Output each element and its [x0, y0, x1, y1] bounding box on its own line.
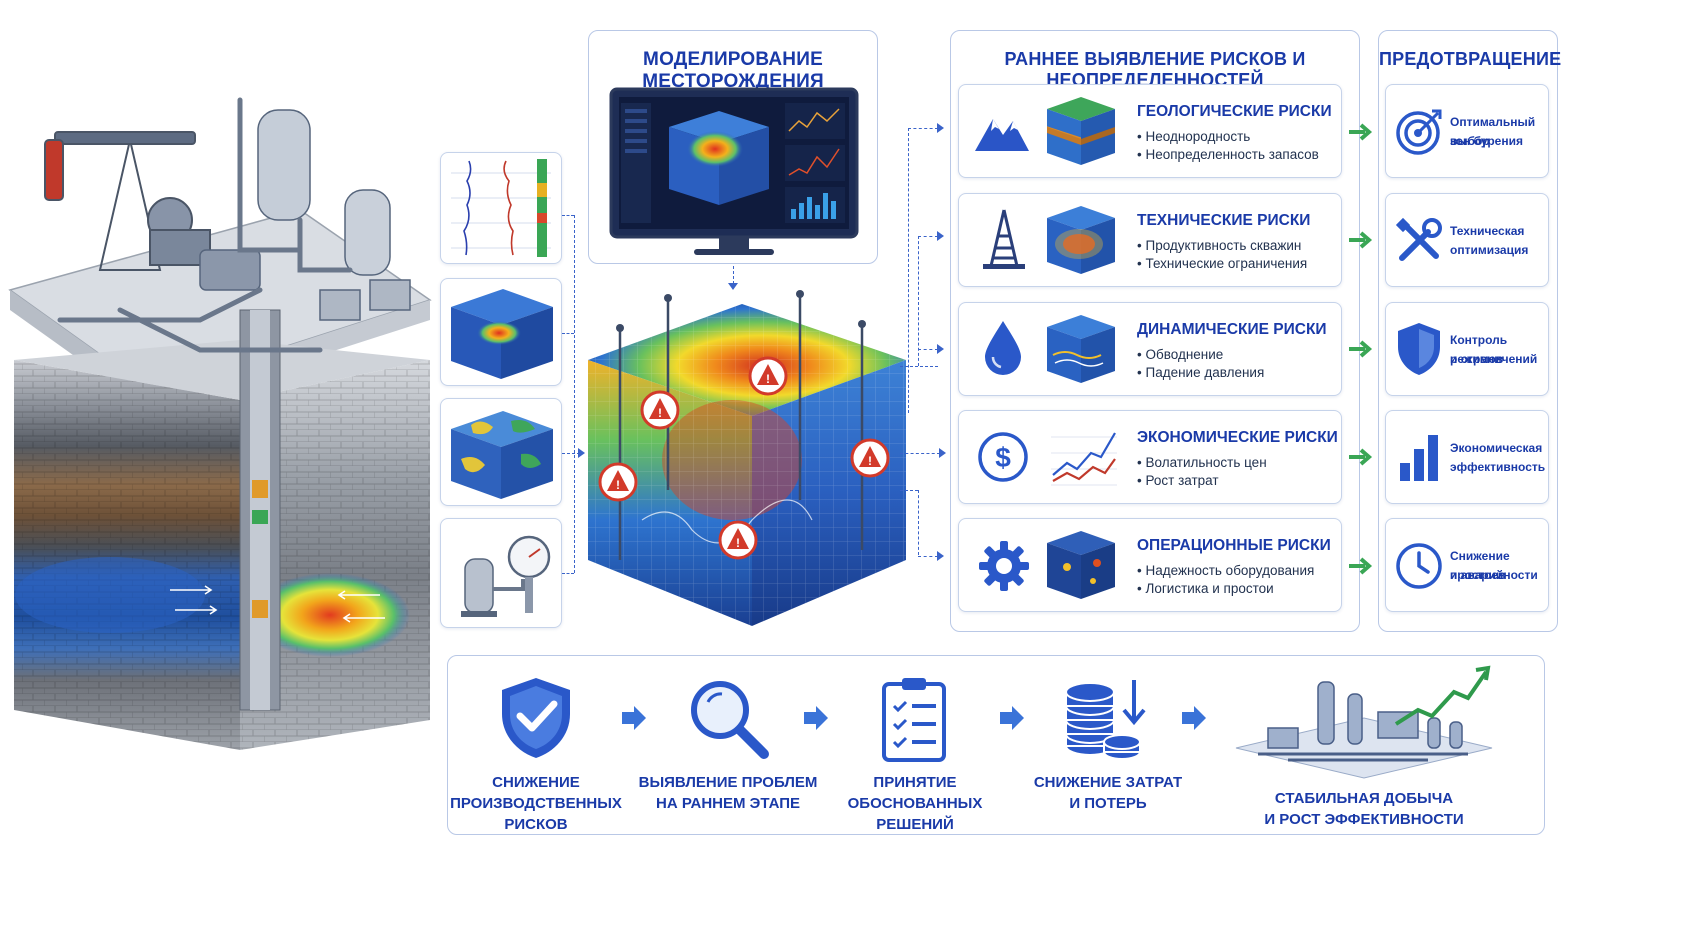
input-card-equipment: [440, 518, 562, 628]
warning-icon: !: [748, 356, 788, 396]
risk-bullet: Продуктивность скважин: [1137, 236, 1301, 255]
green-arrow-icon: [1347, 122, 1375, 147]
prevention-label: Контроль режимов: [1450, 333, 1508, 366]
risk-bullet: Надежность оборудования: [1137, 561, 1314, 580]
prevention-card-downtime-reduction: Снижение простоев и аварийности: [1385, 518, 1549, 612]
prevention-card-economic-efficiency: Экономическая эффективность: [1385, 410, 1549, 504]
line-chart-icon: [1045, 423, 1121, 498]
outcome-label-line: Стабильная добыча: [1274, 790, 1454, 807]
prevention-label: и ограничений: [1450, 352, 1538, 366]
prevention-label: зон бурения: [1450, 134, 1523, 148]
prevention-label: и аварийности: [1450, 568, 1538, 582]
svg-text:!: !: [766, 372, 770, 386]
risk-bullet: Обводнение: [1137, 345, 1223, 364]
step-arrow-icon: [998, 706, 1026, 735]
risk-card-geological: Геологические риски Неоднородность Неопр…: [958, 84, 1342, 178]
risk-bullet: Неоднородность: [1137, 127, 1250, 146]
clock-icon: [1394, 541, 1444, 596]
outcome-label-line: и рост эффективности: [1264, 811, 1464, 828]
green-arrow-icon: [1347, 447, 1375, 472]
magnifier-icon: [686, 676, 770, 765]
svg-text:!: !: [868, 454, 872, 468]
risk-title: Технические риски: [1137, 212, 1311, 229]
green-arrow-icon: [1347, 339, 1375, 364]
risk-bullet: Технические ограничения: [1137, 254, 1307, 273]
clipboard-checklist-icon: [880, 674, 948, 767]
risk-bullet: Рост затрат: [1137, 471, 1218, 490]
risk-bullet: Неопределенность запасов: [1137, 145, 1318, 164]
outcome-label: Снижение затрат и потерь: [1016, 772, 1200, 814]
prevention-card-tech-optimization: Техническая оптимизация: [1385, 193, 1549, 287]
svg-text:$: $: [995, 442, 1011, 473]
dynamic-cube-icon: [1043, 311, 1119, 392]
prevention-card-mode-control: Контроль режимов и ограничений: [1385, 302, 1549, 396]
outcome-label: Принятие обоснованных решений: [812, 772, 1018, 835]
prevention-label: Техническая: [1450, 224, 1525, 238]
prevention-label: Экономическая: [1450, 441, 1543, 455]
risk-card-economic: $ Экономические риски Волатильность цен …: [958, 410, 1342, 504]
svg-text:!: !: [616, 478, 620, 492]
monitor-icon: [609, 87, 859, 264]
target-icon: [1394, 107, 1444, 162]
svg-text:!: !: [736, 536, 740, 550]
outcome-label-line: производственных: [450, 795, 622, 812]
risk-bullet: Волатильность цен: [1137, 453, 1266, 472]
risk-title: Динамические риски: [1137, 321, 1327, 338]
outcome-label-line: на раннем этапе: [656, 795, 800, 812]
shield-icon: [1396, 321, 1442, 382]
coins-down-icon: [1060, 676, 1152, 767]
risk-card-technical: Технические риски Продуктивность скважин…: [958, 193, 1342, 287]
prevention-label: оптимизация: [1450, 243, 1529, 257]
modeling-title: Моделирование месторождения: [642, 49, 824, 92]
green-arrow-icon: [1347, 230, 1375, 255]
prevention-label: Оптимальный выбор: [1450, 115, 1536, 148]
prevention-title: Предотвращение: [1379, 49, 1562, 69]
outcome-label-line: и потерь: [1069, 795, 1147, 812]
risk-title: Экономические риски: [1137, 429, 1338, 446]
step-arrow-icon: [620, 706, 648, 735]
water-drop-icon: [983, 319, 1023, 382]
dollar-coin-icon: $: [977, 431, 1029, 488]
bar-chart-icon: [1396, 431, 1442, 488]
oilfield-illustration: [0, 70, 440, 750]
shield-check-icon: [498, 676, 574, 765]
input-card-seismic-cube: [440, 278, 562, 386]
prevention-card-drilling-zones: Оптимальный выбор зон бурения: [1385, 84, 1549, 178]
input-card-geologic-map: [440, 398, 562, 506]
operations-cube-icon: [1043, 527, 1119, 608]
outcome-label-line: рисков: [504, 816, 568, 833]
outcome-label-line: Снижение затрат: [1033, 774, 1183, 791]
svg-text:!: !: [658, 406, 662, 420]
risk-bullet: Логистика и простои: [1137, 579, 1273, 598]
tools-icon: [1394, 216, 1444, 271]
outcome-label: Выявление проблем на раннем этапе: [638, 772, 818, 814]
drilling-rig-icon: [981, 208, 1027, 275]
prevention-label: Снижение простоев: [1450, 549, 1510, 582]
outcomes-panel: Снижение производственных рисков Выявлен…: [447, 655, 1545, 835]
technical-cube-icon: [1043, 202, 1119, 283]
gear-icon: [977, 539, 1031, 598]
geology-cube-icon: [1043, 93, 1119, 174]
outcome-label: Стабильная добыча и рост эффективности: [1244, 788, 1484, 830]
prevention-label: эффективность: [1450, 460, 1546, 474]
outcome-label: Снижение производственных рисков: [448, 772, 624, 835]
risk-card-dynamic: Динамические риски Обводнение Падение да…: [958, 302, 1342, 396]
outcome-label-line: Принятие обоснованных: [847, 774, 983, 812]
modeling-panel: Моделирование месторождения: [588, 30, 878, 264]
risk-title: Операционные риски: [1137, 537, 1331, 554]
facility-growth-icon: [1228, 664, 1500, 785]
reservoir-model-cube: ! ! ! ! !: [582, 290, 912, 630]
input-card-well-logs: [440, 152, 562, 264]
outcome-label-line: Выявление проблем: [638, 774, 818, 791]
step-arrow-icon: [1180, 706, 1208, 735]
outcome-label-line: Снижение: [492, 774, 580, 791]
mountains-icon: [973, 107, 1031, 158]
outcome-label-line: решений: [876, 816, 954, 833]
step-arrow-icon: [802, 706, 830, 735]
risk-bullet: Падение давления: [1137, 363, 1264, 382]
risk-title: Геологические риски: [1137, 103, 1332, 120]
green-arrow-icon: [1347, 556, 1375, 581]
risk-card-operational: Операционные риски Надежность оборудован…: [958, 518, 1342, 612]
